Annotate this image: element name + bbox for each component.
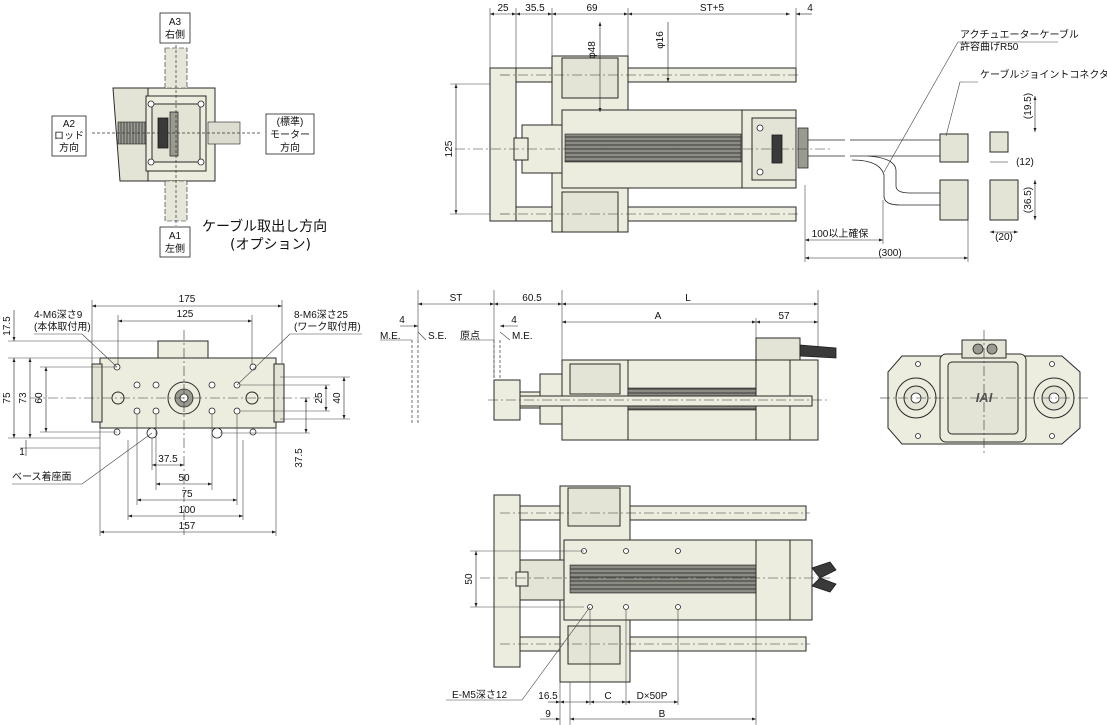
top-view: 25 35.5 69 ST+5 4 φ48 φ16 125 (19.5) (12… [444,3,1107,262]
label-e-m5: E-M5深さ12 [452,689,507,701]
dim-l: L [685,293,691,304]
dim-175: 175 [179,294,196,305]
label-m6-depth9: 4-M6深さ9 [34,309,83,321]
stroke-marks: ST 60.5 L 4 4 M.E. S.E. 原点 M.E. [380,290,819,425]
dim-9: 9 [545,709,551,720]
label-bend-radius: 許容曲げR50 [960,40,1019,53]
dim-40: 40 [332,392,343,404]
dim-st: ST [450,293,463,304]
dim-57: 57 [778,311,790,322]
label-a2-sub2: 方向 [59,141,79,154]
cable-direction-title: ケーブル取出し方向 [202,218,327,235]
dim-125-h: 125 [177,309,194,320]
dim-35-5: 35.5 [525,3,545,14]
label-base-face: ベース着座面 [12,470,72,483]
label-a2-sub1: ロッド [54,131,84,142]
label-motor1: (標準) [277,115,304,128]
dim-phi48: φ48 [587,41,598,59]
label-m6-depth25: 8-M6深さ25 [294,309,348,321]
dim-25-v: 25 [314,392,325,404]
dim-300: (300) [878,248,901,259]
bottom-view: 50 16.5 C D×50P 9 B E-M5深さ12 [446,485,837,725]
dim-16-5: 16.5 [538,691,558,702]
dim-1: 1 [19,447,25,458]
cable-direction-view: A3 右側 A2 ロッド 方向 (標準) モーター 方向 A1 左側 ケーブル取… [51,12,327,258]
dim-19-5: (19.5) [1023,93,1034,119]
dim-phi16: φ16 [655,31,666,49]
dim-100-h: 100 [179,505,196,516]
dim-st5: ST+5 [700,3,725,14]
dim-50-v: 50 [464,573,475,585]
dim-17-5: 17.5 [2,316,13,336]
label-a1: A1 [169,231,182,242]
dim-4-me-left: 4 [399,315,405,326]
cable-direction-option: (オプション) [230,237,311,253]
label-me-left: M.E. [380,331,401,342]
dim-36-5: (36.5) [1023,187,1034,213]
dim-25: 25 [497,3,509,14]
dim-37-5-h: 37.5 [158,454,178,465]
label-me-right: M.E. [512,331,533,342]
dim-100-min: 100以上確保 [812,227,869,240]
dim-c: C [604,691,611,702]
side-view: A 57 [488,311,837,441]
label-joint-connector: ケーブルジョイントコネクター [980,68,1107,81]
label-motor2: モーター [270,129,310,141]
dim-a: A [655,311,662,322]
label-work-mount: (ワーク取付用) [294,320,361,333]
dim-60-5: 60.5 [522,293,542,304]
dim-4-top: 4 [807,3,813,14]
dim-4-me-right: 4 [511,315,517,326]
dim-73: 73 [18,392,29,404]
dim-20: (20) [995,232,1013,243]
dim-75-h: 75 [181,489,193,500]
dim-12: (12) [1016,157,1034,168]
label-a1-sub: 左側 [165,242,185,255]
end-view: IAI [880,330,1090,455]
base-view: 175 125 17.5 75 73 60 1 25 40 37.5 37 [2,294,362,536]
label-a2: A2 [63,119,76,130]
label-a3-sub: 右側 [165,28,185,41]
dim-dx50p: D×50P [637,691,668,702]
label-a3: A3 [169,17,182,28]
dim-b: B [659,709,666,720]
dim-60: 60 [34,392,45,404]
dim-157: 157 [179,521,196,532]
label-motor3: 方向 [280,141,300,154]
label-origin: 原点 [460,330,480,342]
label-body-mount: (本体取付用) [34,320,91,333]
dim-75-v: 75 [2,392,13,404]
label-se: S.E. [428,331,447,342]
label-actuator-cable: アクチュエーターケーブル [960,28,1079,41]
dim-69: 69 [586,3,598,14]
dim-125-v: 125 [444,140,455,157]
dim-37-5-v: 37.5 [294,448,305,468]
dim-50-h: 50 [178,473,190,484]
